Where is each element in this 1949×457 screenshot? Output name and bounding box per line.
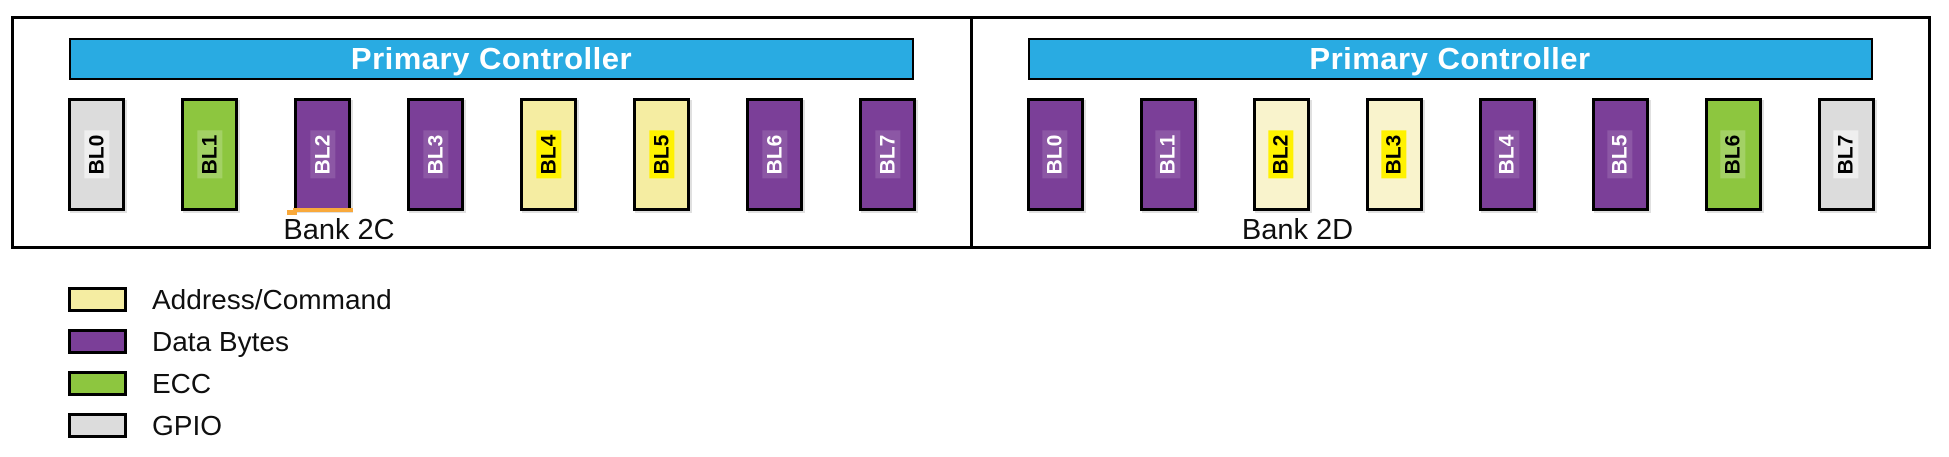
block-label: BL0 [85, 134, 108, 175]
block-label-highlight: BL1 [197, 130, 222, 179]
block-label: BL6 [1721, 134, 1745, 175]
block-label: BL0 [1043, 134, 1067, 175]
block-bl4: BL4 [1478, 98, 1536, 211]
block-label: BL2 [311, 134, 334, 175]
primary-controller-bar: Primary Controller [1027, 38, 1873, 80]
block-label-highlight: BL4 [536, 130, 561, 179]
legend-row-gpio: GPIO [68, 409, 392, 441]
legend-label: Data Bytes [152, 325, 289, 357]
block-label: BL5 [650, 134, 673, 175]
legend-swatch-ecc [68, 371, 127, 396]
bank-bank-2c: Primary Controller BL0 BL1 BL2 BL3 BL4 B… [14, 19, 970, 246]
block-label: BL1 [1156, 134, 1180, 175]
block-bl2: BL2 [294, 98, 351, 211]
block-bl3: BL3 [407, 98, 464, 211]
block-label-highlight: BL0 [84, 130, 109, 179]
block-label: BL2 [1269, 134, 1293, 175]
legend: Address/Command Data Bytes ECC GPIO [68, 283, 392, 441]
legend-swatch-addr [68, 287, 127, 312]
block-bl1: BL1 [1139, 98, 1197, 211]
legend-row-data: Data Bytes [68, 325, 392, 357]
bank-bank-2d: Primary Controller BL0 BL1 BL2 BL3 BL4 B… [969, 19, 1929, 246]
block-label-highlight: BL3 [423, 130, 448, 179]
block-label-highlight: BL5 [1607, 130, 1633, 179]
block-label: BL1 [198, 134, 221, 175]
block-bl6: BL6 [1704, 98, 1762, 211]
block-label-highlight: BL2 [1268, 130, 1294, 179]
legend-swatch-gpio [68, 413, 127, 438]
legend-label: ECC [152, 367, 212, 399]
block-bl3: BL3 [1365, 98, 1423, 211]
block-label: BL6 [763, 134, 786, 175]
block-label: BL7 [1834, 134, 1858, 175]
block-bl7: BL7 [859, 98, 916, 211]
orange-marker-notch [287, 210, 297, 215]
block-bl5: BL5 [633, 98, 690, 211]
block-bl5: BL5 [1591, 98, 1649, 211]
blocks-row: BL0 BL1 BL2 BL3 BL4 BL5 BL6 BL7 [1026, 98, 1875, 211]
block-bl4: BL4 [520, 98, 577, 211]
block-bl0: BL0 [1026, 98, 1084, 211]
block-label-highlight: BL7 [1833, 130, 1859, 179]
block-label: BL4 [537, 134, 560, 175]
bank-name-label: Bank 2C [283, 214, 395, 246]
bank-name-label: Bank 2D [1241, 214, 1354, 246]
block-label-highlight: BL7 [875, 130, 900, 179]
block-label-highlight: BL0 [1042, 130, 1068, 179]
block-label-highlight: BL1 [1155, 130, 1181, 179]
orange-marker [293, 208, 353, 212]
block-bl6: BL6 [746, 98, 803, 211]
block-label-highlight: BL2 [310, 130, 335, 179]
block-label: BL7 [876, 134, 899, 175]
blocks-row: BL0 BL1 BL2 BL3 BL4 BL5 BL6 BL7 [68, 98, 916, 211]
legend-row-ecc: ECC [68, 367, 392, 399]
block-label: BL3 [424, 134, 447, 175]
block-bl0: BL0 [68, 98, 125, 211]
primary-controller-label: Primary Controller [350, 41, 633, 76]
banks-container: Primary Controller BL0 BL1 BL2 BL3 BL4 B… [11, 16, 1931, 249]
block-label-highlight: BL6 [762, 130, 787, 179]
legend-row-addr: Address/Command [68, 283, 392, 315]
legend-label: GPIO [152, 409, 223, 441]
block-bl7: BL7 [1817, 98, 1875, 211]
primary-controller-label: Primary Controller [1309, 41, 1591, 76]
block-label-highlight: BL5 [649, 130, 674, 179]
block-label-highlight: BL6 [1720, 130, 1746, 179]
block-label-highlight: BL4 [1494, 130, 1520, 179]
block-label: BL5 [1608, 134, 1632, 175]
block-label-highlight: BL3 [1381, 130, 1407, 179]
legend-label: Address/Command [152, 283, 392, 315]
block-bl2: BL2 [1252, 98, 1310, 211]
legend-swatch-data [68, 329, 127, 354]
block-label: BL3 [1382, 134, 1406, 175]
primary-controller-bar: Primary Controller [69, 38, 914, 80]
block-bl1: BL1 [181, 98, 238, 211]
block-label: BL4 [1495, 134, 1519, 175]
